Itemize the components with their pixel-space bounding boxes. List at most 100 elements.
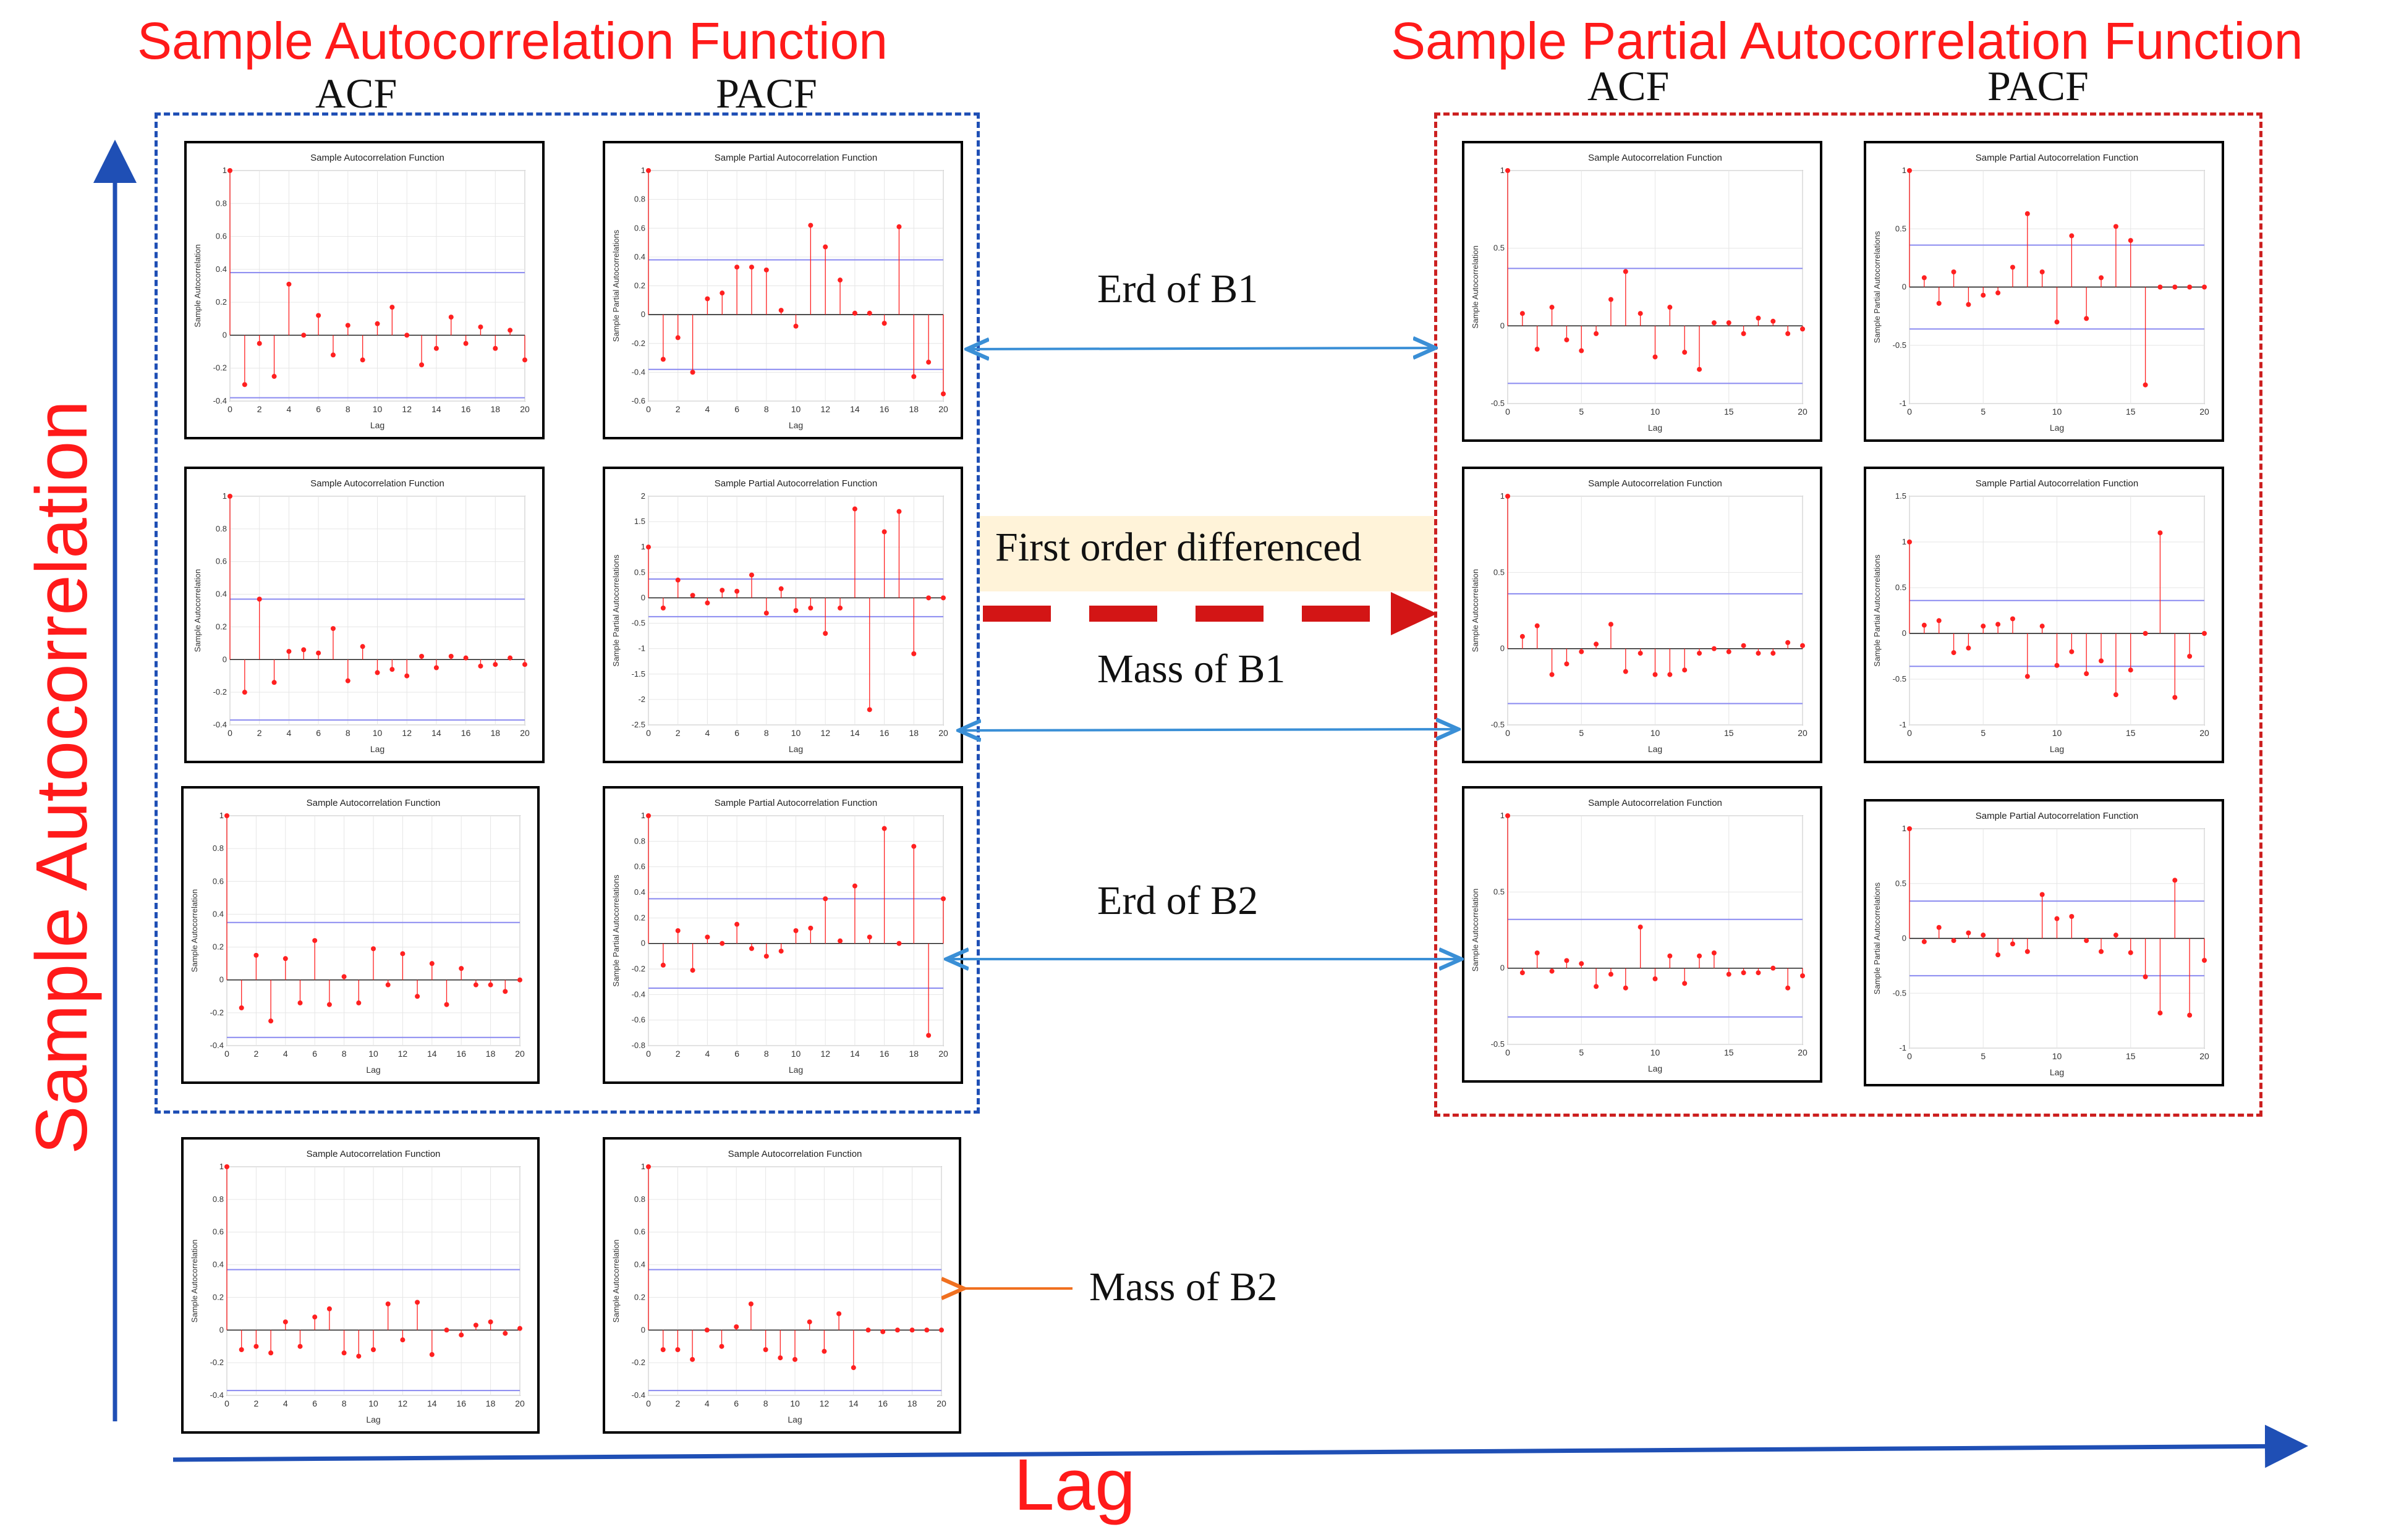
stem-point <box>1921 622 1927 628</box>
stem-point <box>646 813 651 818</box>
x-tick-label: 8 <box>764 404 769 414</box>
stem-point <box>836 1311 842 1316</box>
stem-point <box>286 281 292 287</box>
x-tick-label: 12 <box>820 728 830 738</box>
stem-chart: Sample Partial Autocorrelation Function0… <box>611 478 948 754</box>
stem-point <box>271 680 277 685</box>
stem-point <box>690 370 695 375</box>
x-axis-label: Lag <box>789 1065 803 1075</box>
x-tick-label: 10 <box>791 1049 801 1059</box>
x-tick-label: 8 <box>763 1398 768 1408</box>
x-tick-label: 10 <box>1650 407 1660 417</box>
stem-point <box>1608 622 1613 627</box>
y-tick-label: 1 <box>641 1162 645 1171</box>
y-tick-label: -0.5 <box>632 619 645 628</box>
stem-point <box>301 332 307 338</box>
first-order-banner <box>980 516 1434 591</box>
x-tick-label: 14 <box>427 1049 437 1059</box>
stem-point <box>1995 290 2001 295</box>
stem-point <box>1534 347 1540 352</box>
stem-point <box>911 651 917 656</box>
stem-point <box>239 1347 244 1352</box>
stem-point <box>463 655 469 661</box>
x-tick-label: 14 <box>431 404 441 414</box>
stem-point <box>389 305 395 310</box>
stem-point <box>1564 661 1570 667</box>
x-tick-label: 14 <box>427 1398 437 1408</box>
x-tick-label: 0 <box>646 404 651 414</box>
y-tick-label: -1 <box>1899 1043 1906 1052</box>
stem-point <box>444 1327 449 1333</box>
y-tick-label: 0 <box>223 330 227 339</box>
stem-point <box>660 1347 666 1352</box>
chart-title: Sample Partial Autocorrelation Function <box>1976 478 2138 489</box>
y-axis-label: Sample Partial Autocorrelations <box>611 229 621 342</box>
stem-point <box>2157 530 2163 536</box>
x-axis-label: Lag <box>1648 744 1662 754</box>
stem-point <box>2024 211 2030 216</box>
x-tick-label: 20 <box>515 1049 525 1059</box>
x-tick-label: 6 <box>734 1398 739 1408</box>
stem-point <box>1638 311 1643 316</box>
x-tick-label: 0 <box>227 728 232 738</box>
y-tick-label: 0.8 <box>216 524 227 533</box>
x-tick-label: 20 <box>938 1049 948 1059</box>
x-tick-label: 18 <box>486 1398 496 1408</box>
x-tick-label: 18 <box>909 728 919 738</box>
y-tick-label: 0 <box>1902 934 1906 943</box>
x-axis-label: Lag <box>2050 744 2064 754</box>
x-tick-label: 12 <box>820 1049 830 1059</box>
left-acf-label: ACF <box>315 70 397 117</box>
stem-point <box>1549 672 1555 677</box>
erd-b1-label: Erd of B1 <box>1097 266 1259 311</box>
erd-b1-arrow <box>969 348 1433 349</box>
y-tick-label: 0.2 <box>216 297 227 307</box>
y-tick-label: 0 <box>219 975 224 984</box>
x-tick-label: 10 <box>373 728 383 738</box>
stem-point <box>1770 651 1776 656</box>
y-tick-label: -1 <box>1899 720 1906 729</box>
stem-point <box>1623 269 1628 274</box>
x-tick-label: 6 <box>312 1398 317 1408</box>
y-tick-label: 0.6 <box>634 223 645 232</box>
stem-point <box>224 813 229 818</box>
stem-point <box>1534 950 1540 955</box>
stem-point <box>371 1347 376 1352</box>
stem-point <box>257 341 262 346</box>
stem-point <box>2172 695 2178 700</box>
y-tick-label: 0.5 <box>1493 887 1505 896</box>
stem-point <box>1697 366 1702 372</box>
y-tick-label: 1 <box>1902 824 1906 833</box>
stem-point <box>1756 315 1761 321</box>
stem-point <box>271 374 277 379</box>
stem-point <box>1638 651 1643 656</box>
y-tick-label: 0.4 <box>216 264 227 274</box>
stem-chart: Sample Partial Autocorrelation Function0… <box>611 798 948 1075</box>
stem-point <box>429 1352 435 1357</box>
x-tick-label: 6 <box>734 728 739 738</box>
stem-point <box>239 1005 244 1010</box>
stem-point <box>705 600 710 606</box>
stem-point <box>822 1348 827 1354</box>
x-tick-label: 0 <box>1907 728 1912 738</box>
stem-point <box>385 1301 391 1306</box>
stem-point <box>316 650 321 656</box>
stem-point <box>1907 539 1912 544</box>
stem-point <box>838 277 843 283</box>
stem-point <box>1981 933 1986 938</box>
stem-point <box>924 1327 930 1333</box>
y-tick-label: -0.8 <box>632 1041 645 1050</box>
x-tick-label: 20 <box>515 1398 525 1408</box>
y-tick-label: 0 <box>1500 963 1505 973</box>
x-tick-label: 4 <box>705 1049 710 1059</box>
y-tick-label: -0.6 <box>632 1015 645 1025</box>
stem-point <box>301 647 307 653</box>
x-axis-arrow <box>172 1424 2308 1468</box>
stem-point <box>720 290 725 296</box>
stem-point <box>2069 649 2075 654</box>
y-tick-label: 0 <box>1500 321 1505 330</box>
